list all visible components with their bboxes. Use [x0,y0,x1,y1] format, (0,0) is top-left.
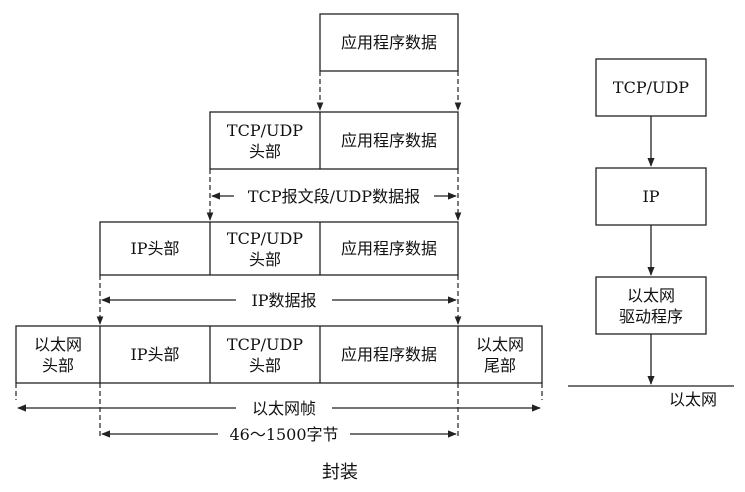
ethernet-frame-box [15,325,543,384]
stack-tcp-udp-box [595,58,707,117]
tcp-segment-span-label: TCP报文段/UDP数据报 [234,185,434,207]
stack-ip-box [595,167,707,226]
tcp-segment-box [209,111,459,170]
eth-header-line1: 以太网 [33,334,82,354]
ip-tcp-header-label: TCP/UDP 头部 [210,222,320,275]
stack-driver-line1: 以太网 [626,285,675,305]
tcp-data-label: 应用程序数据 [340,131,437,150]
eth-ip-header-label: IP头部 [130,345,180,364]
tcp-header-label: TCP/UDP 头部 [210,112,320,169]
stack-driver-label: 以太网 驱动程序 [596,277,706,334]
ip-header-label: IP头部 [130,239,180,258]
stack-driver-line2: 驱动程序 [618,306,683,326]
eth-header-line2: 头部 [41,355,74,375]
ip-datagram-span-label: IP数据报 [236,289,332,311]
stack-ip-label: IP [642,187,660,206]
eth-data-label: 应用程序数据 [340,345,437,364]
app-data-box [319,13,459,72]
figure-caption: 封装 [322,461,358,483]
ip-datagram-box [99,221,459,276]
app-data-label: 应用程序数据 [340,33,437,52]
eth-tcp-header-line2: 头部 [248,355,281,375]
stack-tcp-udp-label: TCP/UDP [612,78,690,97]
eth-trailer-line1: 以太网 [475,334,524,354]
payload-size-span-label: 46～1500字节 [218,423,350,445]
eth-header-label: 以太网 头部 [16,326,100,383]
eth-tcp-header-label: TCP/UDP 头部 [210,326,320,383]
ip-data-label: 应用程序数据 [340,239,437,258]
eth-trailer-label: 以太网 尾部 [458,326,542,383]
stack-driver-box [595,276,707,335]
ip-tcp-header-line2: 头部 [248,249,281,269]
eth-tcp-header-line1: TCP/UDP [226,334,304,354]
ethernet-frame-span-label: 以太网帧 [236,397,332,419]
tcp-header-line1: TCP/UDP [226,120,304,140]
ip-tcp-header-line1: TCP/UDP [226,228,304,248]
eth-trailer-line2: 尾部 [483,355,516,375]
tcp-header-line2: 头部 [248,141,281,161]
stack-ethernet-label: 以太网 [668,389,717,409]
